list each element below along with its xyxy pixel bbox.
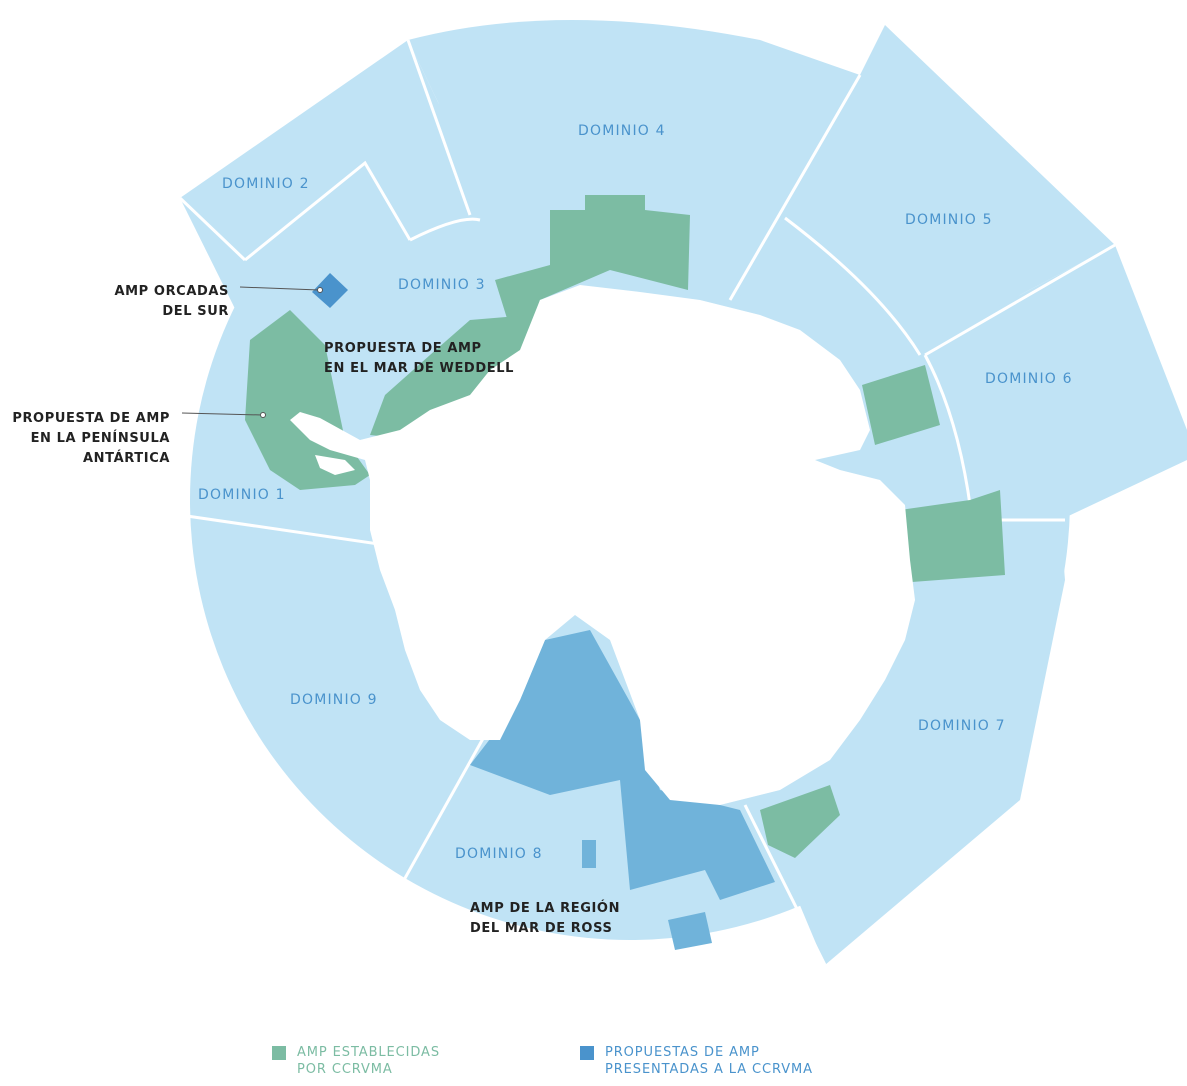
legend-swatch-proposed — [580, 1046, 594, 1060]
domain-label-3: DOMINIO 3 — [398, 277, 486, 293]
legend-proposed-line2: PRESENTADAS A LA CCRVMA — [605, 1062, 813, 1077]
legend-swatch-established — [272, 1046, 286, 1060]
mpa-weddell-proposal — [370, 315, 560, 440]
legend-text-established: AMP ESTABLECIDAS POR CCRVMA — [297, 1044, 440, 1078]
ice-shelf-weddell — [410, 445, 485, 528]
boundary-d7-d8 — [743, 804, 827, 966]
domain-label-4: DOMINIO 4 — [578, 123, 666, 139]
leader-lines — [181, 286, 323, 418]
annotation-labels: AMP ORCADAS DEL SUR PROPUESTA DE AMP EN … — [12, 284, 620, 936]
antarctica-landmass — [290, 285, 915, 805]
boundary-d2-inner — [244, 160, 412, 262]
domain-label-9: DOMINIO 9 — [290, 692, 378, 708]
label-ross-line2: DEL MAR DE ROSS — [470, 921, 612, 936]
label-orcadas-line1: AMP ORCADAS — [114, 284, 229, 299]
proposed-mpas — [312, 273, 775, 950]
leader-peninsula — [181, 412, 263, 416]
boundary-d8-d9 — [388, 734, 487, 906]
label-orcadas-line2: DEL SUR — [162, 304, 229, 319]
label-ross-line1: AMP DE LA REGIÓN — [470, 900, 620, 916]
label-peninsula-line1: PROPUESTA DE AMP — [12, 411, 170, 426]
boundary-d5-d6 — [924, 243, 1116, 357]
domain-label-5: DOMINIO 5 — [905, 212, 993, 228]
label-weddell-line2: EN EL MAR DE WEDDELL — [324, 361, 514, 376]
legend-established-line2: POR CCRVMA — [297, 1062, 393, 1077]
antarctic-mpa-map: DOMINIO 1 DOMINIO 2 DOMINIO 3 DOMINIO 4 … — [12, 20, 1187, 966]
domain-label-8: DOMINIO 8 — [455, 846, 543, 862]
legend-proposed: PROPUESTAS DE AMP PRESENTADAS A LA CCRVM… — [580, 1044, 813, 1078]
domain-label-7: DOMINIO 7 — [918, 718, 1006, 734]
mpa-east-a — [862, 365, 940, 445]
leader-orcadas — [239, 286, 320, 291]
legend-established: AMP ESTABLECIDAS POR CCRVMA — [272, 1044, 440, 1078]
boundary-d6-inner — [923, 354, 974, 521]
mpa-ross-small-a — [582, 840, 596, 868]
legend-text-proposed: PROPUESTAS DE AMP PRESENTADAS A LA CCRVM… — [605, 1044, 813, 1078]
island-cluster-peninsula — [315, 455, 355, 475]
label-peninsula-line2: EN LA PENÍNSULA — [31, 430, 170, 446]
boundary-d3-arc — [409, 217, 481, 242]
domain-boundaries — [178, 39, 1116, 966]
legend-proposed-line1: PROPUESTAS DE AMP — [605, 1045, 760, 1060]
label-peninsula-line3: ANTÁRTICA — [83, 450, 170, 466]
mpa-east-c — [760, 785, 840, 858]
ice-details — [315, 445, 485, 528]
domain-label-6: DOMINIO 6 — [985, 371, 1073, 387]
mpa-ross-small-b — [668, 912, 712, 950]
boundary-d2-left — [178, 196, 247, 262]
mpa-east-b — [900, 490, 1005, 582]
domain-label-1: DOMINIO 1 — [198, 487, 286, 503]
domain-labels: DOMINIO 1 DOMINIO 2 DOMINIO 3 DOMINIO 4 … — [198, 123, 1073, 862]
boundary-d5-inner — [784, 216, 922, 356]
domain-label-2: DOMINIO 2 — [222, 176, 310, 192]
leader-peninsula-dot — [260, 412, 266, 418]
label-weddell-line1: PROPUESTA DE AMP — [324, 341, 482, 356]
boundary-d2-d4 — [406, 39, 472, 216]
boundary-d4-d5 — [728, 74, 862, 301]
leader-orcadas-dot — [317, 287, 323, 293]
established-mpas — [245, 195, 1005, 858]
legend-established-line1: AMP ESTABLECIDAS — [297, 1045, 440, 1060]
mpa-ross-region — [470, 630, 775, 900]
mpa-weddell-north — [495, 195, 690, 360]
mpa-orcadas-del-sur — [312, 273, 348, 308]
